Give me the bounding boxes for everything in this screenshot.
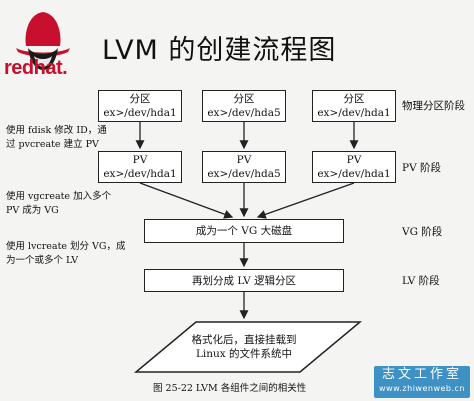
pv-device: ex>/dev/hda1 xyxy=(317,168,391,180)
filesystem-line1: 格式化后，直接挂载到 xyxy=(191,334,297,346)
stage-physical: 物理分区阶段 xyxy=(402,100,465,112)
pv-device: ex>/dev/hda5 xyxy=(207,168,281,180)
pv-label: PV xyxy=(236,154,252,166)
annotation-vgcreate-line2: PV 成为 VG xyxy=(6,205,59,216)
pv-device: ex>/dev/hda1 xyxy=(103,168,177,180)
partition-device: ex>/dev/hda1 xyxy=(103,107,177,119)
vg-box: 成为一个 VG 大磁盘 xyxy=(144,219,344,243)
stage-pv: PV 阶段 xyxy=(402,162,441,174)
redhat-logo-icon xyxy=(16,12,70,70)
pv-box-1: PV ex>/dev/hda1 xyxy=(98,151,182,183)
annotation-fdisk-line2: 过 pvcreate 建立 PV xyxy=(6,139,99,150)
partition-device: ex>/dev/hda5 xyxy=(207,107,281,119)
pv-label: PV xyxy=(132,154,148,166)
vg-box-label: 成为一个 VG 大磁盘 xyxy=(195,225,293,237)
annotation-fdisk: 使用 fdisk 修改 ID，通 过 pvcreate 建立 PV xyxy=(6,124,107,152)
annotation-lvcreate-line2: 为一个或多个 LV xyxy=(6,255,79,266)
watermark: 志文工作室 www.zhiwenweb.cn xyxy=(374,366,470,398)
partition-box-3: 分区 ex>/dev/hda1 xyxy=(312,90,396,122)
partition-label: 分区 xyxy=(233,93,255,105)
stage-vg: VG 阶段 xyxy=(402,226,443,238)
pv-box-3: PV ex>/dev/hda1 xyxy=(312,151,396,183)
lv-box-label: 再划分成 LV 逻辑分区 xyxy=(192,274,296,287)
pv-box-2: PV ex>/dev/hda5 xyxy=(202,151,286,183)
partition-label: 分区 xyxy=(343,93,365,105)
annotation-fdisk-line1: 使用 fdisk 修改 ID，通 xyxy=(6,125,107,136)
filesystem-shape xyxy=(133,321,363,373)
watermark-name: 志文工作室 xyxy=(381,367,462,382)
filesystem-box: 格式化后，直接挂载到 Linux 的文件系统中 xyxy=(178,330,310,364)
partition-box-2: 分区 ex>/dev/hda5 xyxy=(202,90,286,122)
pv-label: PV xyxy=(346,154,362,166)
partition-device: ex>/dev/hda1 xyxy=(317,107,391,119)
figure-caption: 图 25-22 LVM 各组件之间的相关性 xyxy=(153,383,307,394)
watermark-url: www.zhiwenweb.cn xyxy=(378,384,466,393)
annotation-lvcreate: 使用 lvcreate 划分 VG，成 为一个或多个 LV xyxy=(6,240,126,268)
annotation-vgcreate: 使用 vgcreate 加入多个 PV 成为 VG xyxy=(6,190,111,218)
page-title: LVM 的创建流程图 xyxy=(102,35,337,66)
filesystem-line2: Linux 的文件系统中 xyxy=(195,348,293,360)
annotation-lvcreate-line1: 使用 lvcreate 划分 VG，成 xyxy=(6,241,126,252)
annotation-vgcreate-line1: 使用 vgcreate 加入多个 xyxy=(6,191,112,202)
lv-box: 再划分成 LV 逻辑分区 xyxy=(144,269,344,292)
brand-wordmark: redhat. xyxy=(4,57,68,79)
stage-lv: LV 阶段 xyxy=(402,275,440,287)
partition-label: 分区 xyxy=(129,93,151,105)
partition-box-1: 分区 ex>/dev/hda1 xyxy=(98,90,182,122)
